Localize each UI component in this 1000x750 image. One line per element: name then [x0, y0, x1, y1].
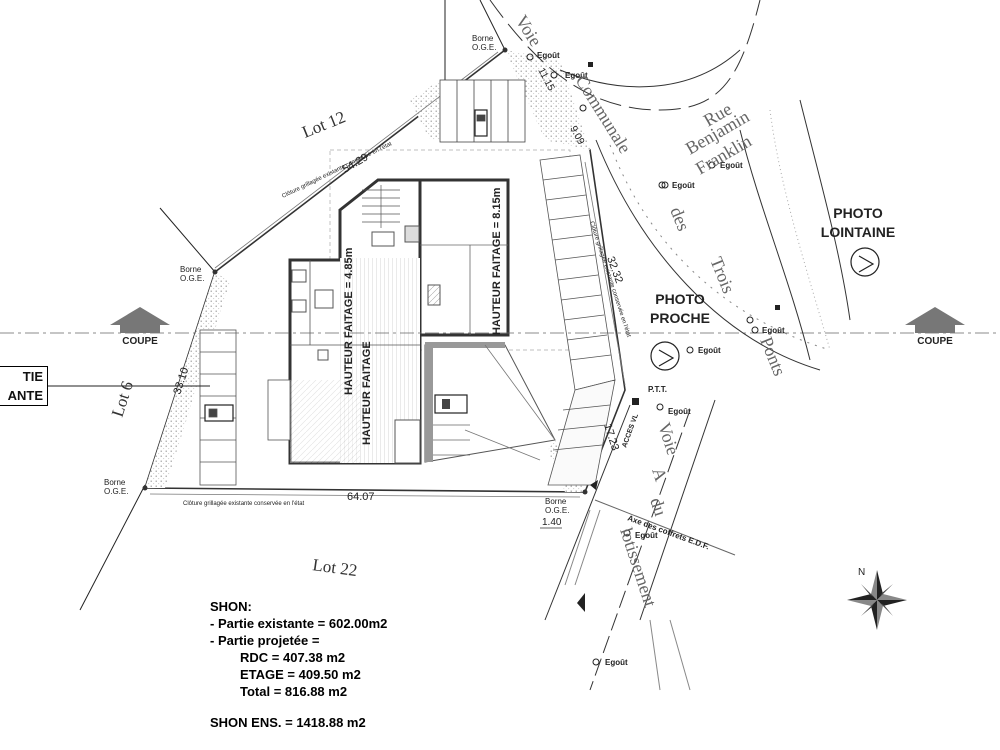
shon-etage: ETAGE = 409.50 m2	[240, 667, 361, 682]
photo-lointaine-label: PHOTO	[833, 205, 883, 221]
east-parking	[539, 154, 616, 486]
egout-label: Egoût	[698, 346, 721, 355]
shon-rdc: RDC = 407.38 m2	[240, 650, 346, 665]
left-building	[288, 258, 422, 465]
shon-ens: SHON ENS. = 1418.88 m2	[210, 715, 366, 730]
dim-south: 64.07	[347, 491, 375, 503]
shon-existante: - Partie existante = 602.00m2	[210, 616, 388, 631]
lot-6-label: Lot 6	[108, 379, 137, 419]
shon-title: SHON:	[210, 599, 252, 614]
coupe-axis: COUPE COUPE	[0, 307, 1000, 347]
height-lower: HAUTEUR FAITAGE	[361, 341, 373, 445]
egout-label: Egoût	[565, 71, 588, 80]
partie-line-1: TIE	[22, 369, 43, 384]
borne-sub: O.G.E.	[104, 487, 128, 496]
borne-sub: O.G.E.	[545, 506, 569, 515]
photo-proche-label-2: PROCHE	[650, 310, 710, 326]
north-parking	[439, 79, 526, 143]
shon-projetee: - Partie projetée =	[210, 633, 320, 648]
borne-label: Borne	[545, 497, 567, 506]
borne-label: Borne	[472, 34, 494, 43]
compass-north-label: N	[858, 567, 865, 578]
road-du: du	[646, 495, 671, 518]
existing-building	[267, 379, 291, 441]
lot-22-label: Lot 22	[311, 555, 358, 580]
road-a: A	[648, 465, 671, 484]
west-parking	[199, 329, 237, 486]
egout-label: Egoût	[605, 658, 628, 667]
photo-proche-icon	[650, 341, 680, 371]
egout-label: Egoût	[537, 51, 560, 60]
height-upper: HAUTEUR FAITAGE = 8.15m	[491, 187, 503, 335]
markers	[577, 62, 780, 612]
acces-label: ACCES VL	[621, 412, 640, 448]
egout-label: Egoût	[668, 407, 691, 416]
height-left: HAUTEUR FAITAGE = 4.85m	[343, 247, 355, 395]
fence-south-label: Clôture grillagée existante conservée en…	[183, 501, 305, 507]
road-ponts: Ponts	[756, 334, 790, 379]
egout-labels: Egoût Egoût Egoût Egoût Egoût Egoût Egoû…	[537, 51, 785, 667]
ptt-label: P.T.T.	[648, 385, 667, 394]
roads	[489, 0, 851, 691]
egout-label: Egoût	[762, 326, 785, 335]
egout-label: Egoût	[720, 161, 743, 170]
road-trois: Trois	[706, 254, 739, 296]
dim-se: 1.40	[542, 517, 562, 528]
egout-markers	[526, 53, 759, 666]
shon-total: Total = 816.88 m2	[240, 684, 348, 699]
bornes: Borne O.G.E. Borne O.G.E. Borne O.G.E. B…	[104, 34, 569, 515]
partie-existante-label: TIE ANTE	[0, 366, 48, 406]
borne-sub: O.G.E.	[472, 43, 496, 52]
road-voie-a: Voie	[654, 420, 683, 457]
coupe-label-right: COUPE	[917, 336, 953, 347]
shon-summary: SHON: - Partie existante = 602.00m2 - Pa…	[210, 598, 510, 731]
borne-label: Borne	[180, 265, 202, 274]
egout-label: Egoût	[672, 181, 695, 190]
center-block	[424, 342, 556, 463]
lot-12-label: Lot 12	[299, 107, 348, 141]
borne-label: Borne	[104, 478, 126, 487]
coupe-label-left: COUPE	[122, 336, 158, 347]
partie-line-2: ANTE	[7, 388, 43, 403]
egout-label: Egoût	[635, 531, 658, 540]
borne-sub: O.G.E.	[180, 274, 204, 283]
center-parking	[433, 424, 470, 456]
road-des: des	[666, 204, 694, 234]
photo-proche-label: PHOTO	[655, 291, 705, 307]
photo-lointaine-icon	[850, 247, 880, 277]
road-voie: Voie	[512, 12, 546, 50]
photo-lointaine-label-2: LOINTAINE	[821, 224, 895, 240]
compass-rose-icon	[847, 570, 907, 630]
borne-points	[142, 47, 588, 495]
upper-building	[338, 178, 510, 337]
